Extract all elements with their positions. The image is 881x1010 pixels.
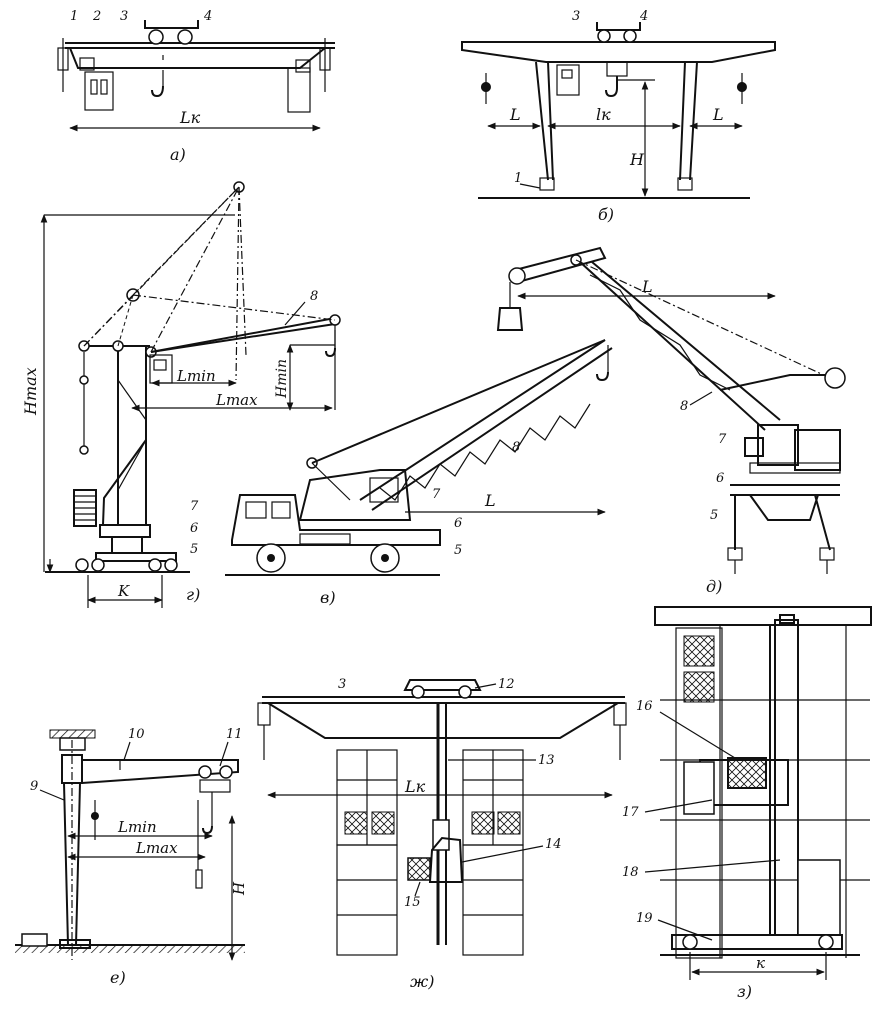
figure-e-caption: е) bbox=[110, 968, 126, 987]
figure-zh-number-15: 15 bbox=[404, 895, 421, 910]
figure-b-right-label: L bbox=[712, 105, 724, 124]
figure-zh-caption: ж) bbox=[410, 972, 434, 991]
figure-d-number-5: 5 bbox=[710, 508, 718, 523]
figure-d-number-6: 6 bbox=[716, 471, 724, 486]
figure-a-span-label: Lк bbox=[179, 108, 201, 127]
figure-g-lmin-label: Lmin bbox=[176, 367, 216, 385]
figure-g-number-5: 5 bbox=[190, 542, 198, 557]
figure-d-portal-crane: L 8 7 6 5 д) bbox=[496, 246, 846, 596]
figure-e-number-11: 11 bbox=[226, 727, 243, 742]
figure-zh-number-3: 3 bbox=[338, 677, 346, 692]
figure-g-track-label: K bbox=[117, 582, 130, 600]
figure-a-number-2: 2 bbox=[92, 9, 101, 24]
figure-v-caption: в) bbox=[320, 588, 336, 607]
figure-v-truck-crane: L 8 7 6 5 в) bbox=[225, 339, 613, 607]
figure-b-height-label: H bbox=[629, 150, 645, 169]
figure-z-number-17: 17 bbox=[622, 805, 639, 820]
figure-z-track-label: к bbox=[756, 954, 765, 972]
figure-v-reach-label: L bbox=[484, 491, 496, 510]
figure-z-number-16: 16 bbox=[636, 699, 653, 714]
figure-b-number-4: 4 bbox=[639, 9, 648, 24]
figure-e-jib-crane: Lmin Lmax H 9 10 11 е) bbox=[15, 727, 248, 987]
figure-v-number-5: 5 bbox=[454, 543, 462, 558]
figure-z-number-19: 19 bbox=[636, 911, 653, 926]
figure-g-height-min-label: Hmin bbox=[274, 359, 290, 399]
figure-g-height-max-label: Hmax bbox=[21, 367, 40, 416]
figure-e-height-label: H bbox=[230, 881, 248, 896]
figure-a-number-4: 4 bbox=[203, 9, 212, 24]
figure-b-caption: б) bbox=[598, 205, 614, 224]
figure-g-lmax-label: Lmax bbox=[215, 391, 258, 409]
figure-a-caption: а) bbox=[170, 145, 186, 164]
figure-b-number-1: 1 bbox=[514, 171, 522, 186]
figure-b-gantry-crane: L lк L H 3 4 1 б) bbox=[461, 9, 776, 224]
figure-e-lmin-label: Lmin bbox=[117, 818, 157, 836]
figure-d-number-8: 8 bbox=[680, 399, 688, 414]
figure-d-reach-label: L bbox=[641, 277, 653, 296]
figure-z-caption: з) bbox=[737, 982, 752, 1001]
figure-g-caption: г) bbox=[186, 585, 200, 604]
figure-d-number-7: 7 bbox=[718, 432, 727, 447]
figure-g-tower-crane: Hmax Hmin Lmin Lmax K 8 7 6 5 г) bbox=[21, 181, 341, 608]
figure-e-number-10: 10 bbox=[128, 727, 145, 742]
figure-zh-number-12: 12 bbox=[498, 677, 515, 692]
figure-e-lmax-label: Lmax bbox=[135, 839, 178, 857]
figure-b-left-label: L bbox=[509, 105, 521, 124]
figure-zh-span-label: Lк bbox=[404, 777, 426, 796]
figure-z-bridge-stacker: к 16 17 18 19 з) bbox=[622, 606, 872, 1001]
figure-z-number-18: 18 bbox=[622, 865, 639, 880]
figure-v-number-7: 7 bbox=[432, 487, 441, 502]
figure-zh-number-13: 13 bbox=[538, 753, 555, 768]
figure-zh-stacker-crane: Lк 3 12 13 14 15 ж) bbox=[257, 677, 627, 991]
figure-a-number-3: 3 bbox=[120, 9, 128, 24]
figure-v-number-8: 8 bbox=[512, 440, 520, 455]
figure-zh-number-14: 14 bbox=[545, 837, 562, 852]
figure-g-number-7: 7 bbox=[190, 499, 199, 514]
figure-b-span-label: lк bbox=[596, 105, 611, 124]
figure-b-number-3: 3 bbox=[572, 9, 580, 24]
figure-e-number-9: 9 bbox=[30, 779, 38, 794]
figure-a-number-1: 1 bbox=[70, 9, 78, 24]
figure-d-caption: д) bbox=[706, 577, 722, 596]
figure-v-number-6: 6 bbox=[454, 516, 462, 531]
figure-a-bridge-crane: Lк 1 2 3 4 а) bbox=[57, 9, 335, 164]
figure-g-number-6: 6 bbox=[190, 521, 198, 536]
figure-g-number-8: 8 bbox=[310, 289, 318, 304]
